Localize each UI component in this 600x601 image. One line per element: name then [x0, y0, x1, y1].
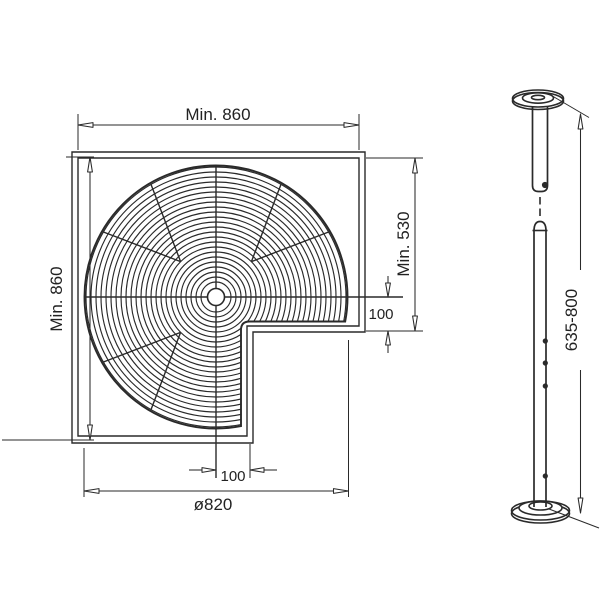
basket-divider-wedges: [103, 184, 329, 410]
basket-spokes: [84, 166, 403, 478]
dimension-bottom-offset: 100: [189, 444, 277, 485]
dim-label-bottom-offset: 100: [220, 468, 245, 485]
post-upper-tube: [531, 101, 549, 193]
dim-label-left-height: Min. 860: [47, 266, 66, 331]
dim-label-right-depth: Min. 530: [394, 211, 413, 276]
post-clip-button: [541, 181, 549, 189]
dimension-post-height: 635-800: [548, 95, 600, 529]
post-top-flange: [511, 89, 565, 111]
carousel-basket: [83, 164, 403, 478]
dimension-diameter: ø820: [83, 340, 350, 514]
dimension-right-offset: 100: [368, 276, 394, 353]
dimension-left-height: Min. 860: [2, 156, 94, 441]
dim-label-right-offset: 100: [368, 306, 393, 323]
top-view-panel: Min. 860 Min. 860 Min. 530 100: [2, 105, 423, 514]
post-base-flange: [510, 500, 571, 524]
dimension-top-width: Min. 860: [77, 105, 360, 150]
basket-outer-edge: [83, 164, 349, 430]
basket-center-hub: [206, 287, 226, 307]
post-lower-tube: [532, 220, 548, 507]
side-view-panel: 635-800: [510, 89, 600, 529]
cabinet-outline: [71, 151, 366, 444]
dimension-right-depth: Min. 530: [366, 157, 423, 332]
dim-label-post-height: 635-800: [562, 289, 581, 351]
dim-label-top-width: Min. 860: [185, 105, 250, 124]
dim-label-diameter: ø820: [194, 495, 233, 514]
